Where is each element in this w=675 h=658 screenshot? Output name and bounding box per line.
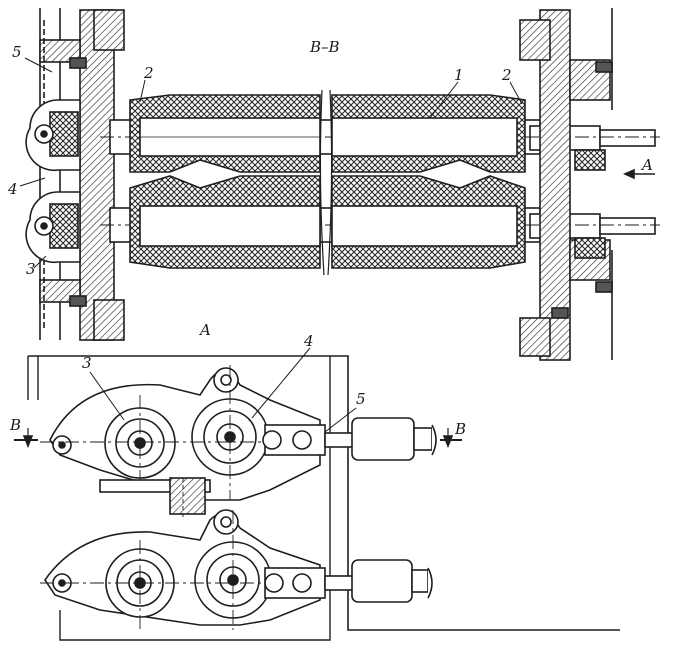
left-bearing-upper: [25, 99, 81, 172]
callout-4-bottom: 4: [304, 332, 314, 350]
callout-5-top: 5: [12, 43, 22, 61]
callout-2-right: 2: [502, 66, 512, 84]
section-title: B–B: [310, 38, 340, 56]
right-frame-housing: [519, 8, 613, 361]
upper-bearing-pair: [40, 365, 437, 520]
callout-5-bottom: 5: [356, 390, 366, 408]
lower-bearing-pair: [40, 509, 433, 630]
upper-roller-covering: [129, 94, 526, 173]
section-mark-right: B: [455, 420, 467, 438]
callout-1: 1: [454, 66, 464, 84]
callout-4-top: 4: [8, 180, 18, 198]
callout-3-bottom: 3: [82, 354, 92, 372]
callout-3-top: 3: [26, 260, 36, 278]
arrow-a-label: A: [642, 156, 653, 174]
left-bearing-lower: [25, 191, 81, 264]
left-frame-housing: [39, 8, 125, 341]
view-a: [14, 347, 620, 641]
lower-roller-covering: [129, 175, 526, 269]
callout-2-left: 2: [144, 64, 154, 82]
section-view-b-b: [19, 8, 660, 361]
section-mark-left: B: [10, 416, 22, 434]
view-title: A: [200, 321, 211, 339]
